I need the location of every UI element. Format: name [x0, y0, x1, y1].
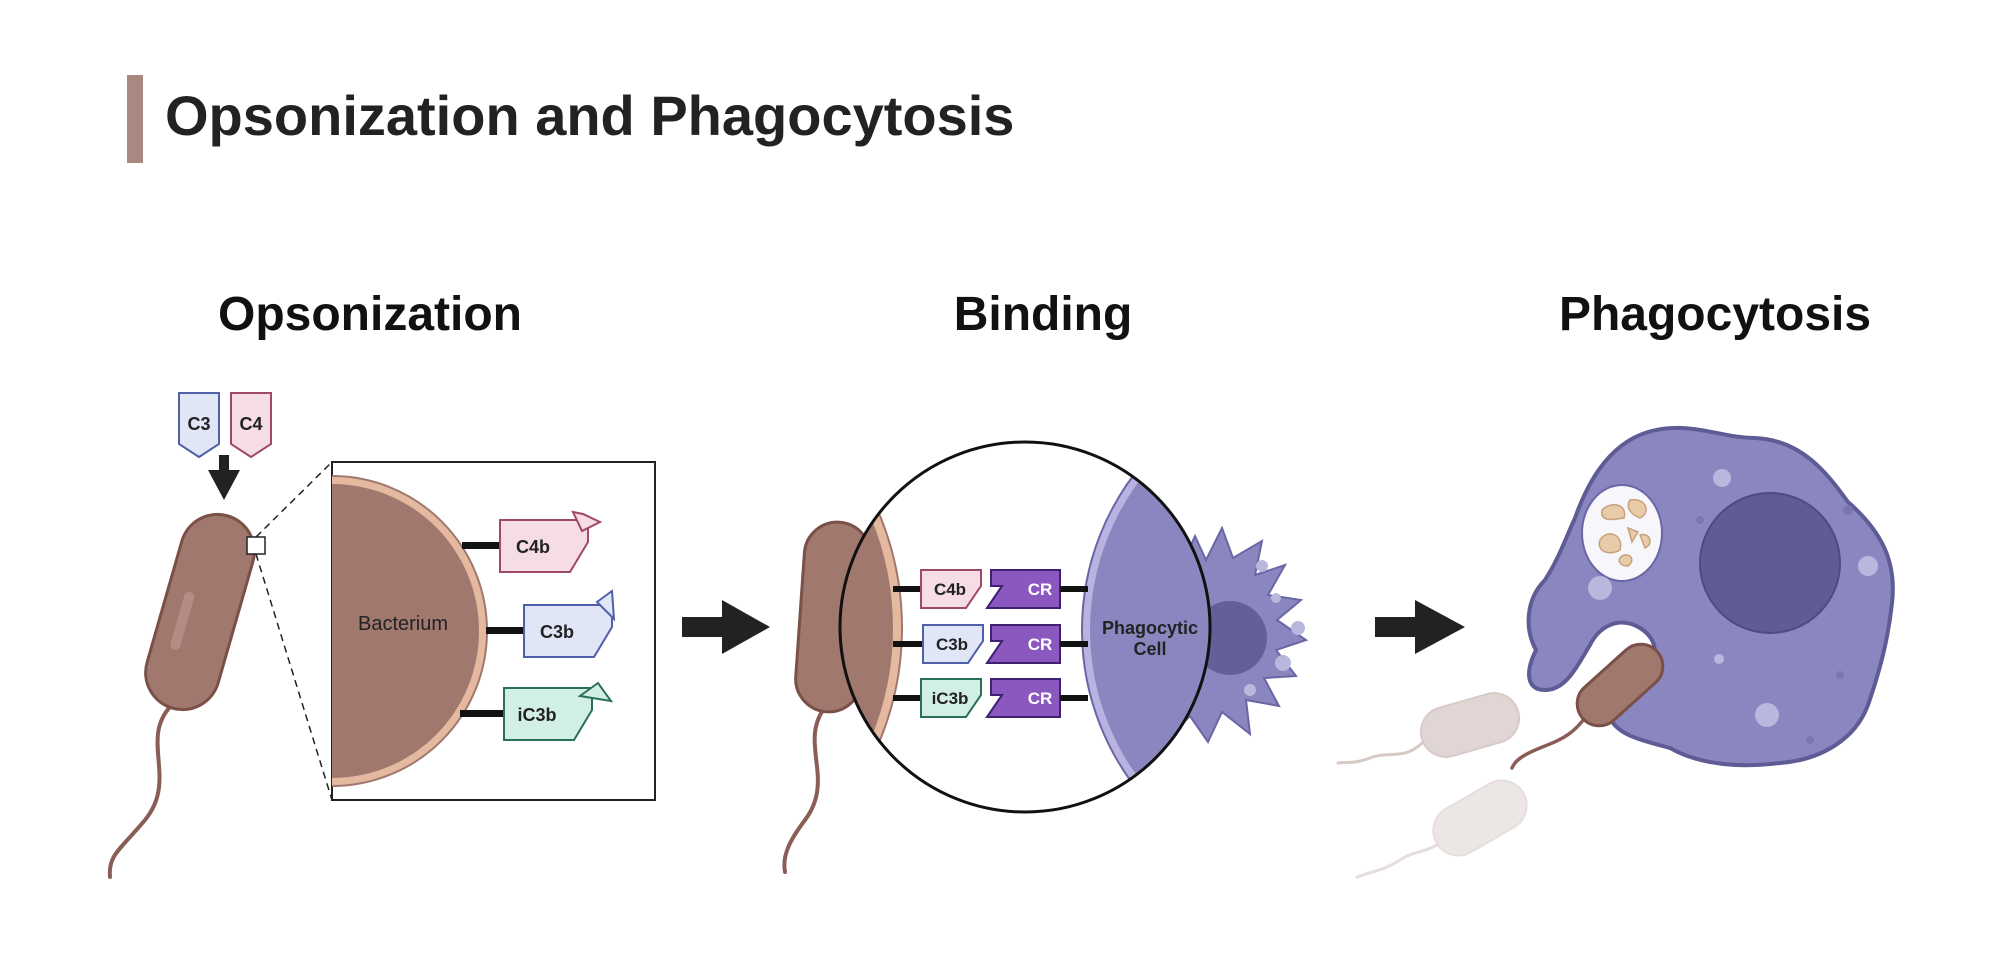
- phagocytic-cell-label-line1: Phagocytic: [1102, 618, 1198, 638]
- svg-text:C4: C4: [239, 414, 262, 434]
- arrow-down-icon: [208, 455, 240, 500]
- faded-bacterium-1: [1336, 692, 1521, 765]
- page-title: Opsonization and Phagocytosis: [165, 84, 1014, 147]
- phagosome: [1581, 484, 1663, 582]
- heading-phagocytosis: Phagocytosis: [1559, 288, 1871, 341]
- binding-pair-ic3b: iC3b CR: [893, 678, 1088, 718]
- fragment-ic3b: iC3b: [460, 681, 614, 741]
- binding-pair-c3b: C3b CR: [893, 624, 1088, 664]
- svg-text:iC3b: iC3b: [517, 705, 556, 725]
- arrow-right-icon: [682, 600, 770, 654]
- zoom-line-bottom: [255, 553, 333, 801]
- complement-tag-c4: C4: [230, 392, 272, 459]
- complement-tag-c3: C3: [178, 392, 220, 459]
- svg-text:C3: C3: [187, 414, 210, 434]
- svg-text:C4b: C4b: [516, 537, 550, 557]
- svg-text:C4b: C4b: [934, 580, 966, 599]
- svg-text:C3b: C3b: [936, 635, 968, 654]
- title-accent-bar: [127, 75, 143, 163]
- bacterium-label: Bacterium: [358, 613, 448, 635]
- arrow-right-icon: [1375, 600, 1465, 654]
- svg-text:CR: CR: [1028, 689, 1053, 708]
- fragment-c3b: C3b: [486, 589, 616, 658]
- bacterium-icon: [107, 512, 256, 879]
- svg-text:CR: CR: [1028, 580, 1053, 599]
- opsonization-zoom-box: Bacterium C4b C3b iC3b: [331, 461, 656, 801]
- binding-zoom-circle: C4b CR C3b CR iC3b CR Phagocytic Cell: [838, 440, 1212, 814]
- faded-bacterium-2: [1355, 779, 1528, 879]
- heading-opsonization: Opsonization: [218, 288, 522, 341]
- svg-text:C3b: C3b: [540, 622, 574, 642]
- phagocytic-cell-label-line2: Cell: [1133, 639, 1166, 659]
- fragment-c4b: C4b: [462, 510, 603, 573]
- svg-text:CR: CR: [1028, 635, 1053, 654]
- binding-pair-c4b: C4b CR: [893, 569, 1088, 609]
- bacterium-surface: [332, 484, 479, 778]
- engulfed-bacterium: [1510, 642, 1665, 770]
- zoom-marker: [246, 536, 266, 555]
- zoom-line-top: [255, 461, 333, 538]
- svg-text:iC3b: iC3b: [932, 689, 969, 708]
- heading-binding: Binding: [954, 288, 1133, 341]
